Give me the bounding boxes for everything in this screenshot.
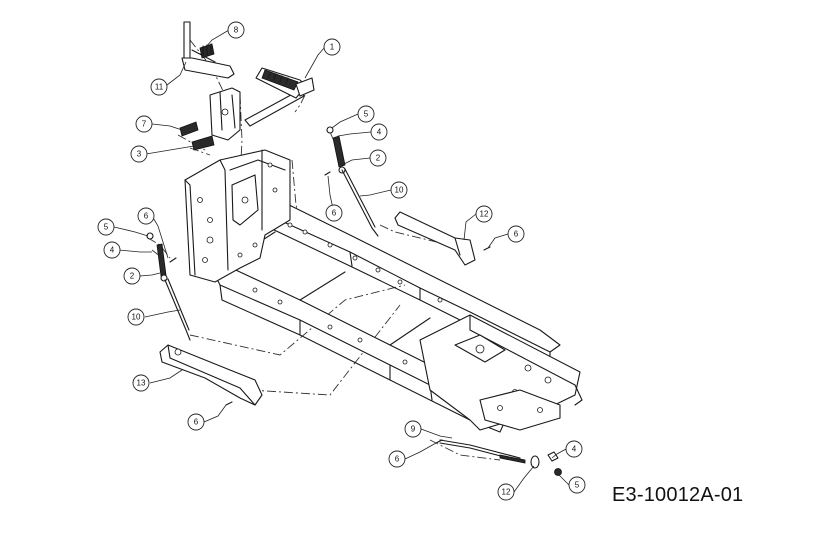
svg-text:6: 6 — [144, 212, 149, 221]
callout-6-right: 6 — [507, 225, 525, 243]
callout-10-upper: 10 — [390, 181, 408, 199]
callout-5-lower: 5 — [568, 476, 586, 494]
callout-6-lower-left: 6 — [187, 413, 205, 431]
callout-4-left: 4 — [103, 241, 121, 259]
svg-text:11: 11 — [155, 83, 164, 92]
svg-text:9: 9 — [411, 425, 416, 434]
rear-plate — [419, 314, 583, 431]
right-bar — [394, 211, 476, 266]
callout-9: 9 — [404, 420, 422, 438]
callout-6-upper: 6 — [325, 204, 343, 222]
svg-text:13: 13 — [137, 379, 146, 388]
svg-text:8: 8 — [234, 26, 239, 35]
callout-13: 13 — [132, 374, 150, 392]
callout-5-upper: 5 — [357, 105, 375, 123]
lever-assembly — [181, 21, 235, 79]
svg-text:5: 5 — [364, 110, 369, 119]
svg-text:6: 6 — [514, 230, 519, 239]
callout-2-upper: 2 — [369, 149, 387, 167]
callout-7: 7 — [135, 115, 153, 133]
callout-11: 11 — [150, 78, 168, 96]
leader-lines — [113, 29, 570, 493]
callout-12-lower: 12 — [497, 483, 515, 501]
svg-text:3: 3 — [137, 150, 142, 159]
callout-5-left: 5 — [97, 218, 115, 236]
left-bar — [159, 344, 263, 406]
callout-4-lower: 4 — [565, 440, 583, 458]
frame-holes — [252, 222, 443, 383]
drawing-code: E3-10012A-01 — [612, 484, 744, 506]
svg-text:6: 6 — [332, 209, 337, 218]
svg-text:7: 7 — [142, 120, 147, 129]
lower-rod — [439, 439, 562, 476]
callout-6-lower: 6 — [388, 450, 406, 468]
svg-text:12: 12 — [480, 210, 489, 219]
callout-12-upper: 12 — [475, 205, 493, 223]
svg-text:5: 5 — [104, 223, 109, 232]
svg-text:10: 10 — [395, 186, 404, 195]
callout-6-left: 6 — [137, 207, 155, 225]
svg-text:4: 4 — [572, 445, 577, 454]
svg-text:1: 1 — [330, 43, 335, 52]
svg-text:4: 4 — [377, 128, 382, 137]
callout-1: 1 — [323, 38, 341, 56]
svg-text:6: 6 — [194, 418, 199, 427]
svg-text:2: 2 — [130, 272, 135, 281]
callout-10-left: 10 — [127, 308, 145, 326]
svg-text:4: 4 — [110, 246, 115, 255]
svg-text:6: 6 — [395, 455, 400, 464]
svg-text:2: 2 — [376, 154, 381, 163]
svg-text:12: 12 — [502, 488, 511, 497]
svg-text:5: 5 — [575, 481, 580, 490]
front-bracket — [184, 149, 291, 283]
callout-8: 8 — [227, 21, 245, 39]
pedal-assembly — [209, 67, 315, 141]
callout-2-left: 2 — [123, 267, 141, 285]
callout-4-upper: 4 — [370, 123, 388, 141]
callout-3: 3 — [130, 145, 148, 163]
small-parts — [146, 121, 491, 444]
svg-text:10: 10 — [132, 313, 141, 322]
callouts: 1 8 11 7 3 5 4 2 10 6 12 6 5 6 4 2 10 13… — [97, 21, 586, 501]
